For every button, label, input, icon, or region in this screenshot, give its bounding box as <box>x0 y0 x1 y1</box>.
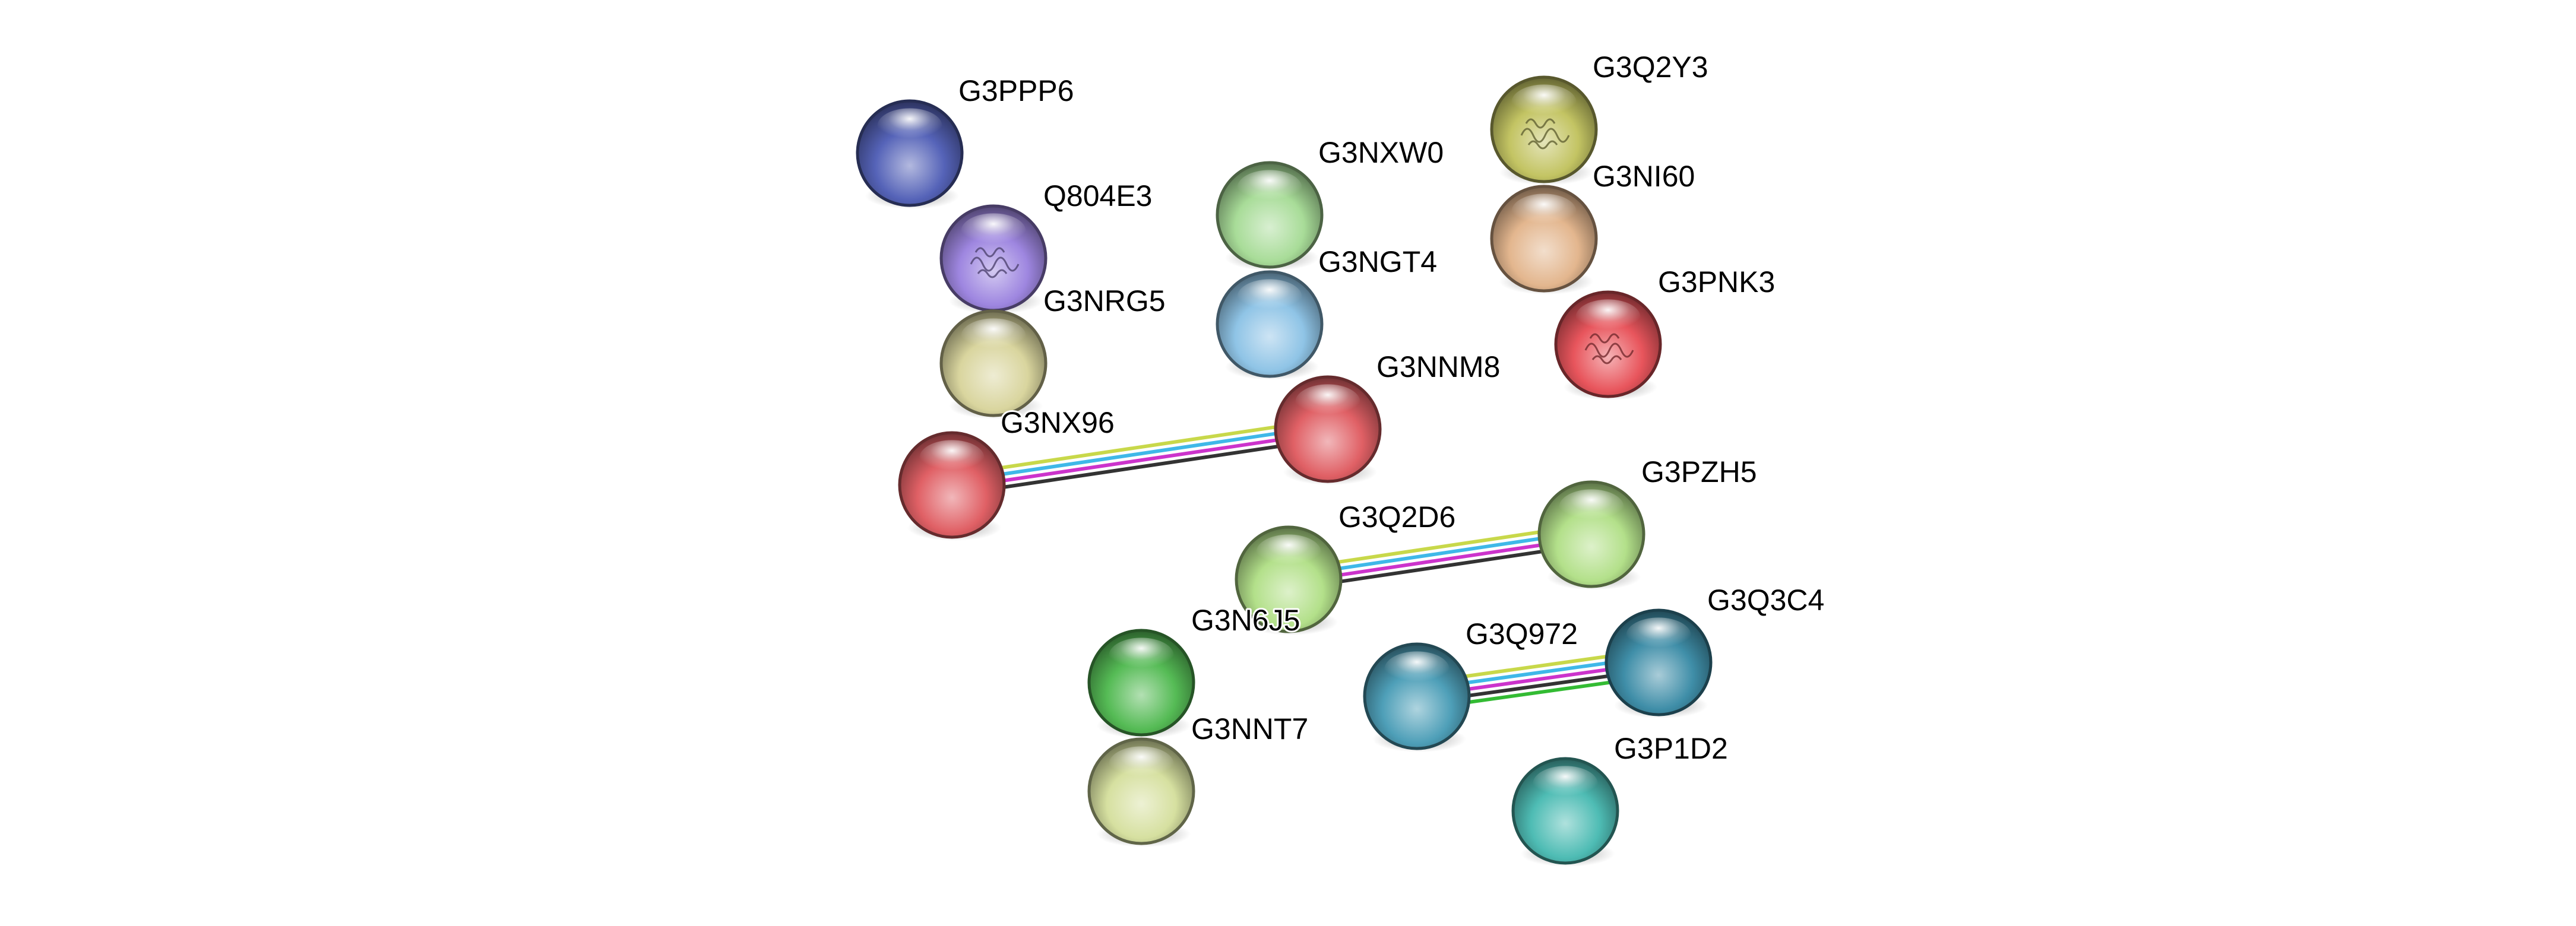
node-label: G3NX96 <box>1001 406 1115 439</box>
edge-evidence-line <box>952 430 1329 490</box>
edge-evidence-line <box>952 437 1330 497</box>
node-label: G3Q2Y3 <box>1593 50 1708 84</box>
node-label: G3NRG5 <box>1043 284 1166 318</box>
node-G3Q2Y3[interactable]: G3Q2Y3 <box>1490 49 1710 186</box>
node-label: G3PPP6 <box>958 74 1074 107</box>
node-gloss <box>961 213 1026 249</box>
node-label: G3PNK3 <box>1658 265 1775 299</box>
node-label: G3Q3C4 <box>1707 583 1824 617</box>
node-G3P1D2[interactable]: G3P1D2 <box>1511 730 1730 867</box>
node-gloss <box>961 318 1026 354</box>
node-G3PZH5[interactable]: G3PZH5 <box>1537 454 1759 591</box>
node-label: G3NNM8 <box>1376 350 1500 383</box>
edge-evidence-line <box>950 417 1327 477</box>
node-G3NXW0[interactable]: G3NXW0 <box>1216 134 1445 271</box>
node-label: G3Q2D6 <box>1338 500 1455 534</box>
node-label: G3N6J5 <box>1191 604 1300 637</box>
node-G3NGT4[interactable]: G3NGT4 <box>1216 243 1439 380</box>
node-label: G3NXW0 <box>1318 136 1444 169</box>
node-gloss <box>1237 170 1302 206</box>
node-gloss <box>1237 279 1302 315</box>
node-gloss <box>1511 84 1577 120</box>
node-gloss <box>1109 746 1174 782</box>
node-G3NNT7[interactable]: G3NNT7 <box>1087 711 1310 848</box>
node-G3N6J5[interactable]: G3N6J5 <box>1087 602 1302 739</box>
node-label: G3Q972 <box>1466 617 1578 651</box>
node-gloss <box>1256 534 1321 570</box>
node-label: G3PZH5 <box>1641 455 1757 489</box>
node-gloss <box>919 440 985 476</box>
node-Q804E3[interactable]: Q804E3 <box>939 177 1154 315</box>
edge-evidence-line <box>951 424 1328 484</box>
edge-G3NX96-G3NNM8[interactable] <box>950 417 1330 497</box>
node-gloss <box>877 108 942 144</box>
node-gloss <box>1575 299 1641 335</box>
node-label: Q804E3 <box>1043 179 1152 213</box>
node-G3Q3C4[interactable]: G3Q3C4 <box>1605 582 1826 719</box>
node-G3PNK3[interactable]: G3PNK3 <box>1554 264 1777 401</box>
node-G3NRG5[interactable]: G3NRG5 <box>939 283 1167 420</box>
node-label: G3NGT4 <box>1318 245 1437 278</box>
node-gloss <box>1511 194 1577 230</box>
node-G3PPP6[interactable]: G3PPP6 <box>856 72 1076 210</box>
node-G3NI60[interactable]: G3NI60 <box>1490 158 1697 295</box>
node-gloss <box>1109 638 1174 674</box>
node-label: G3NNT7 <box>1191 712 1308 746</box>
node-G3Q2D6[interactable]: G3Q2D6 <box>1235 499 1457 636</box>
node-label: G3P1D2 <box>1614 732 1728 765</box>
node-gloss <box>1295 384 1360 420</box>
node-gloss <box>1626 617 1691 654</box>
node-gloss <box>1384 651 1450 687</box>
node-G3Q972[interactable]: G3Q972 <box>1363 616 1580 753</box>
node-gloss <box>1533 766 1598 802</box>
node-gloss <box>1559 489 1624 525</box>
node-G3NX96[interactable]: G3NX96 <box>898 404 1116 541</box>
node-label: G3NI60 <box>1593 160 1695 193</box>
node-G3NNM8[interactable]: G3NNM8 <box>1274 348 1502 486</box>
